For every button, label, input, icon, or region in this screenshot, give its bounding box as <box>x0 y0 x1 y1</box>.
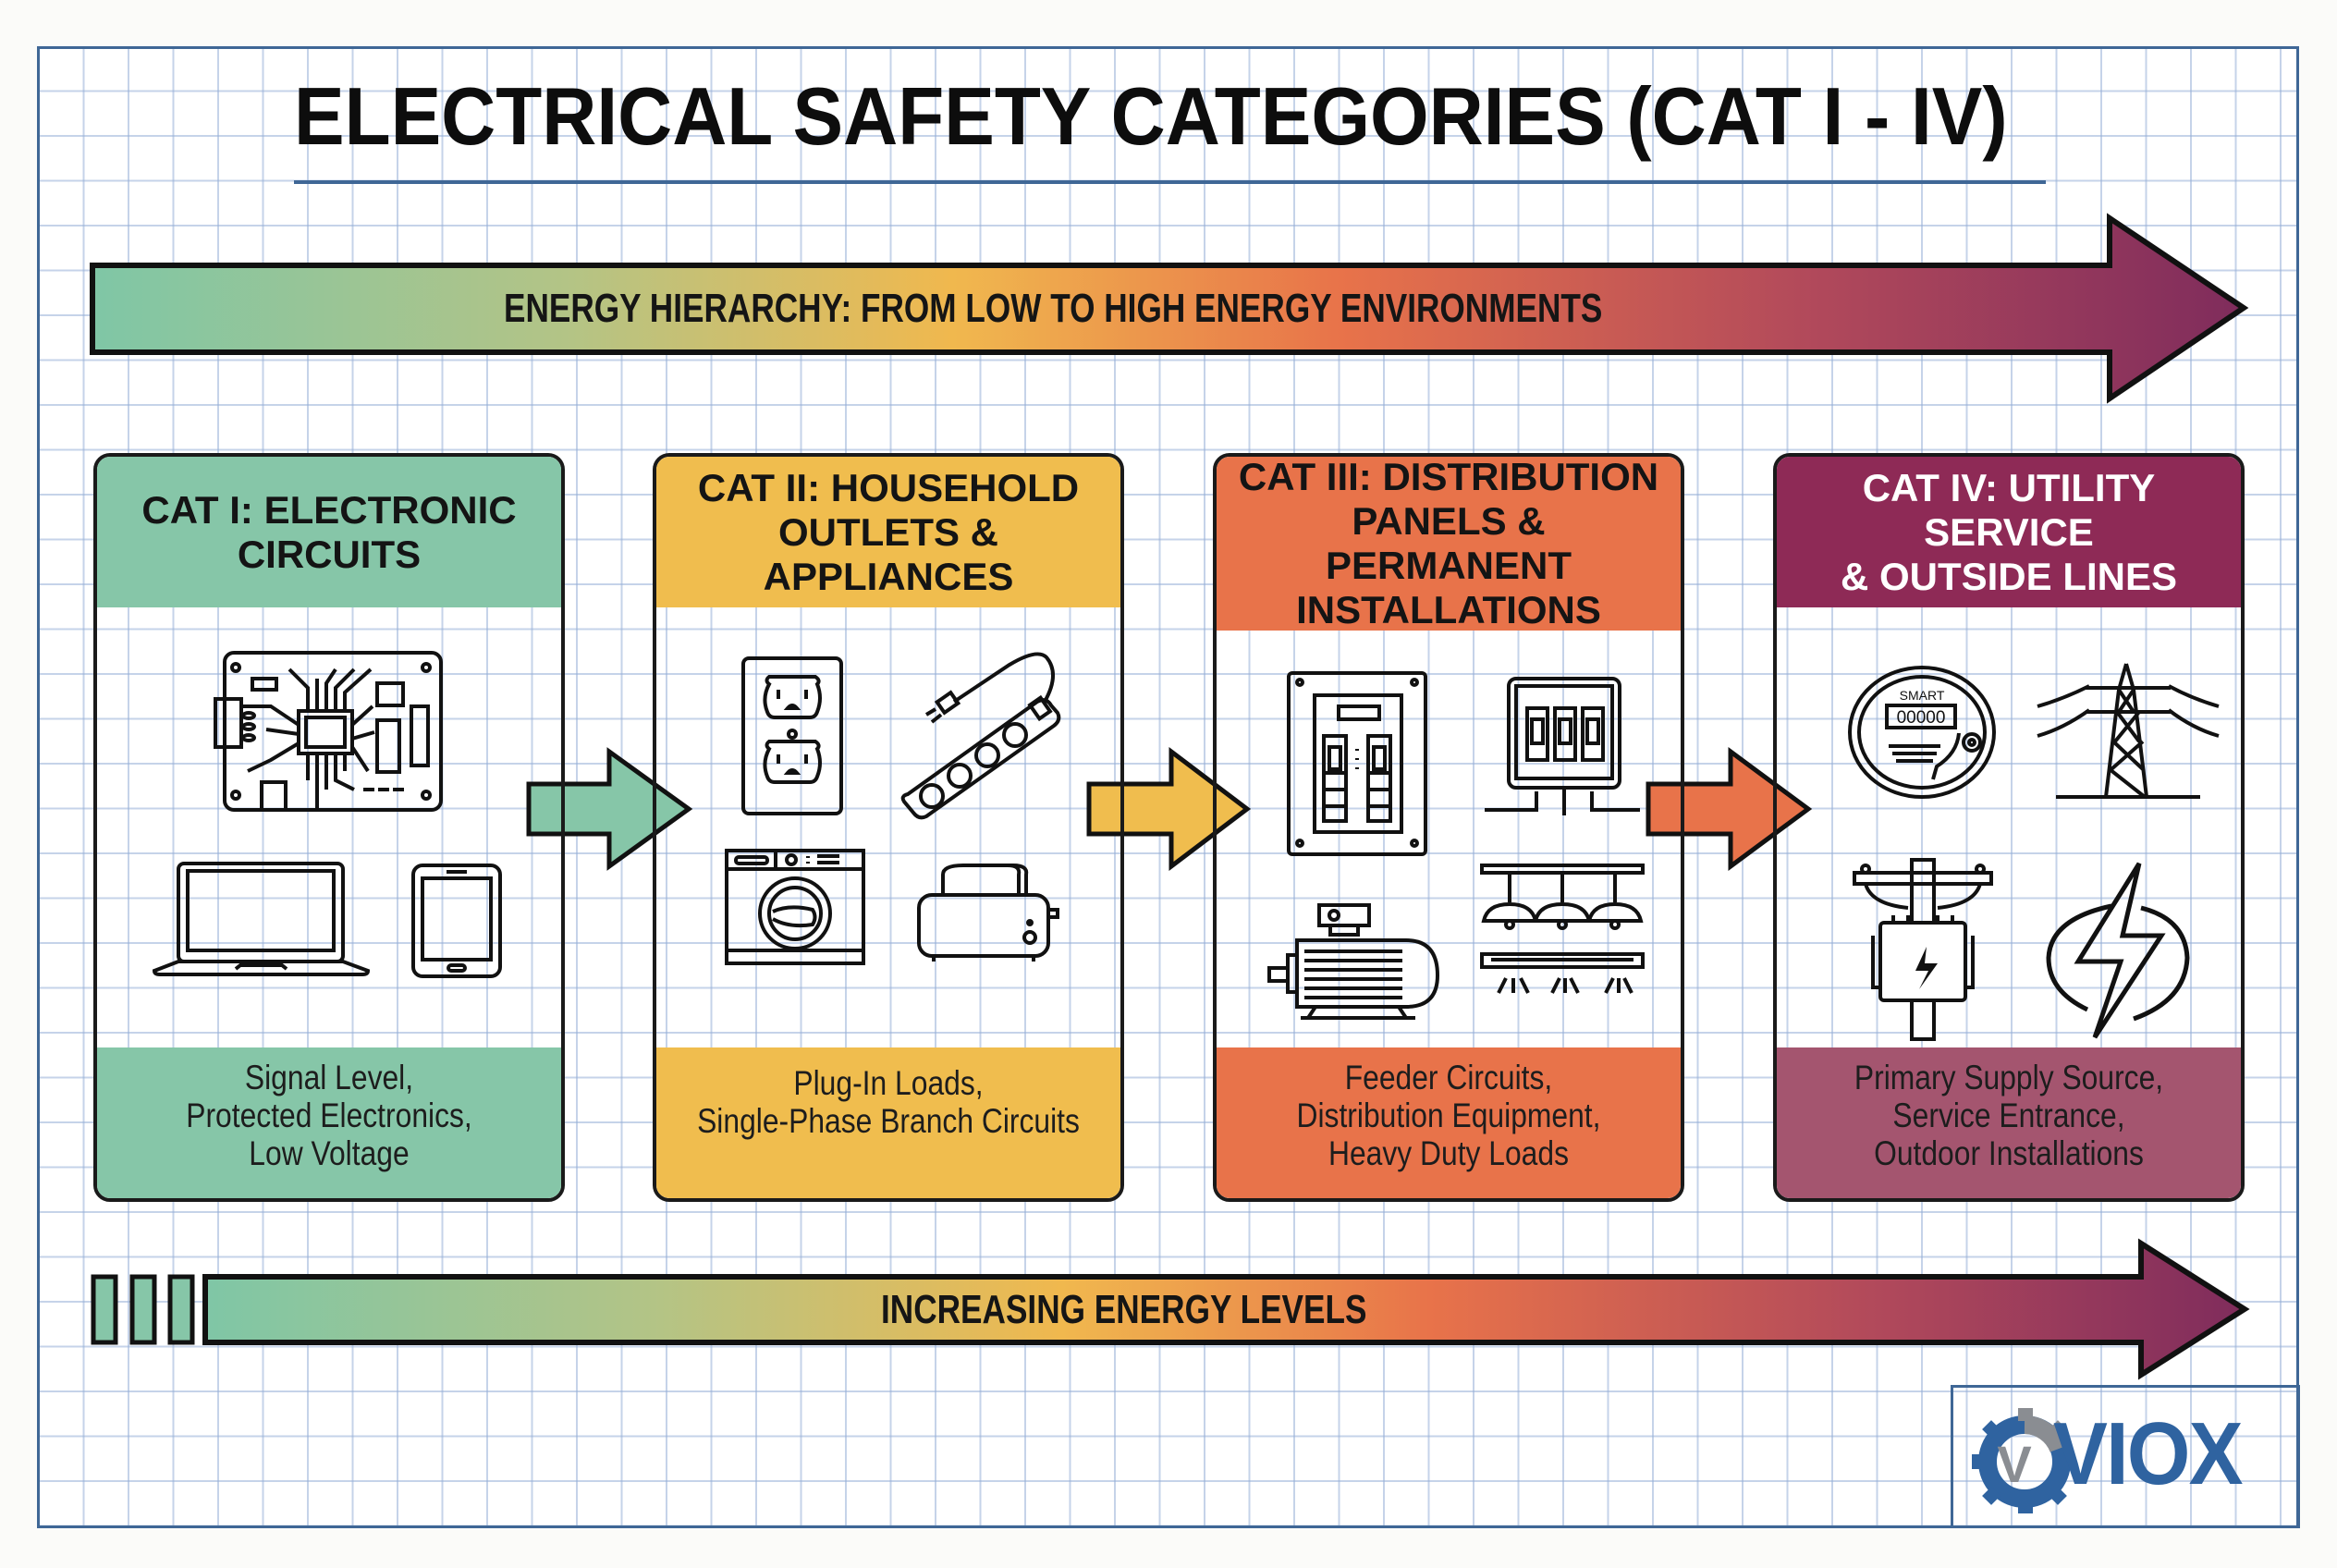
connector-arrow-3 <box>1646 747 1813 871</box>
circuit-board-icon <box>214 651 445 814</box>
connector-arrow-1 <box>526 747 693 871</box>
brand-logo-text: VIOX <box>2053 1404 2244 1503</box>
lightning-bolt-icon <box>2045 862 2191 1039</box>
footer-line: Distribution Equipment, <box>1296 1096 1601 1134</box>
header-line: PANELS & PERMANENT <box>1325 499 1572 587</box>
header-line: CIRCUITS <box>237 532 422 576</box>
wall-outlet-icon <box>741 656 843 815</box>
industrial-lighting-icon <box>1480 864 1645 1025</box>
footer-line: Plug-In Loads, <box>793 1064 984 1102</box>
footer-line: Service Entrance, <box>1892 1096 2125 1134</box>
washing-machine-icon <box>725 849 865 965</box>
footer-line: Outdoor Installations <box>1874 1134 2144 1172</box>
laptop-icon <box>152 862 371 976</box>
header-line: CAT III: DISTRIBUTION <box>1238 455 1659 498</box>
category-card-cat-i: CAT I: ELECTRONIC CIRCUITS <box>93 453 565 1202</box>
smartphone-icon <box>411 864 502 978</box>
card-header: CAT IV: UTILITY SERVICE & OUTSIDE LINES <box>1777 457 2241 607</box>
card-header: CAT I: ELECTRONIC CIRCUITS <box>97 457 561 607</box>
increasing-energy-label: INCREASING ENERGY LEVELS <box>881 1287 1367 1332</box>
footer-line: Low Voltage <box>249 1134 410 1172</box>
electric-motor-icon <box>1267 903 1440 1023</box>
card-footer: Feeder Circuits, Distribution Equipment,… <box>1217 1047 1681 1198</box>
category-card-cat-ii: CAT II: HOUSEHOLD OUTLETS & APPLIANCES <box>653 453 1124 1202</box>
header-line: CAT I: ELECTRONIC <box>141 487 517 532</box>
smart-meter-icon: SMART 00000 <box>1848 665 1998 800</box>
header-line: CAT II: HOUSEHOLD <box>697 465 1080 509</box>
header-line: OUTLETS & APPLIANCES <box>763 509 1014 598</box>
transmission-tower-icon <box>2036 662 2221 801</box>
category-card-cat-iv: CAT IV: UTILITY SERVICE & OUTSIDE LINES … <box>1773 453 2245 1202</box>
toaster-icon <box>917 864 1060 963</box>
footer-line: Single-Phase Branch Circuits <box>697 1102 1080 1140</box>
svg-text:V: V <box>1997 1435 2031 1493</box>
footer-line: Protected Electronics, <box>186 1096 472 1134</box>
title-underline <box>294 180 2046 184</box>
svg-text:00000: 00000 <box>1897 708 1946 728</box>
energy-stripes <box>91 1274 195 1345</box>
card-header: CAT III: DISTRIBUTION PANELS & PERMANENT… <box>1217 457 1681 631</box>
brand-logo: V VIOX <box>1951 1385 2300 1528</box>
footer-line: Heavy Duty Loads <box>1328 1134 1569 1172</box>
disconnect-switch-icon <box>1483 677 1640 815</box>
footer-line: Signal Level, <box>244 1059 414 1096</box>
card-footer: Primary Supply Source, Service Entrance,… <box>1777 1047 2241 1198</box>
header-line: & OUTSIDE LINES <box>1840 554 2178 598</box>
connector-arrow-2 <box>1086 746 1252 872</box>
power-strip-icon <box>899 646 1061 820</box>
pole-transformer-icon <box>1853 858 1993 1041</box>
gear-icon: V <box>1972 1406 2077 1513</box>
card-footer: Signal Level, Protected Electronics, Low… <box>97 1047 561 1198</box>
distribution-panel-icon <box>1287 671 1427 856</box>
header-line: CAT IV: UTILITY SERVICE <box>1862 465 2156 554</box>
card-header: CAT II: HOUSEHOLD OUTLETS & APPLIANCES <box>656 457 1120 607</box>
energy-hierarchy-label: ENERGY HIERARCHY: FROM LOW TO HIGH ENERG… <box>504 286 1603 331</box>
header-line: INSTALLATIONS <box>1296 588 1601 631</box>
card-footer: Plug-In Loads, Single-Phase Branch Circu… <box>656 1047 1120 1198</box>
page-title: ELECTRICAL SAFETY CATEGORIES (CAT I - IV… <box>294 70 2008 162</box>
footer-line: Primary Supply Source, <box>1854 1059 2164 1096</box>
category-card-cat-iii: CAT III: DISTRIBUTION PANELS & PERMANENT… <box>1213 453 1684 1202</box>
footer-line: Feeder Circuits, <box>1344 1059 1553 1096</box>
svg-text:SMART: SMART <box>1900 688 1945 703</box>
